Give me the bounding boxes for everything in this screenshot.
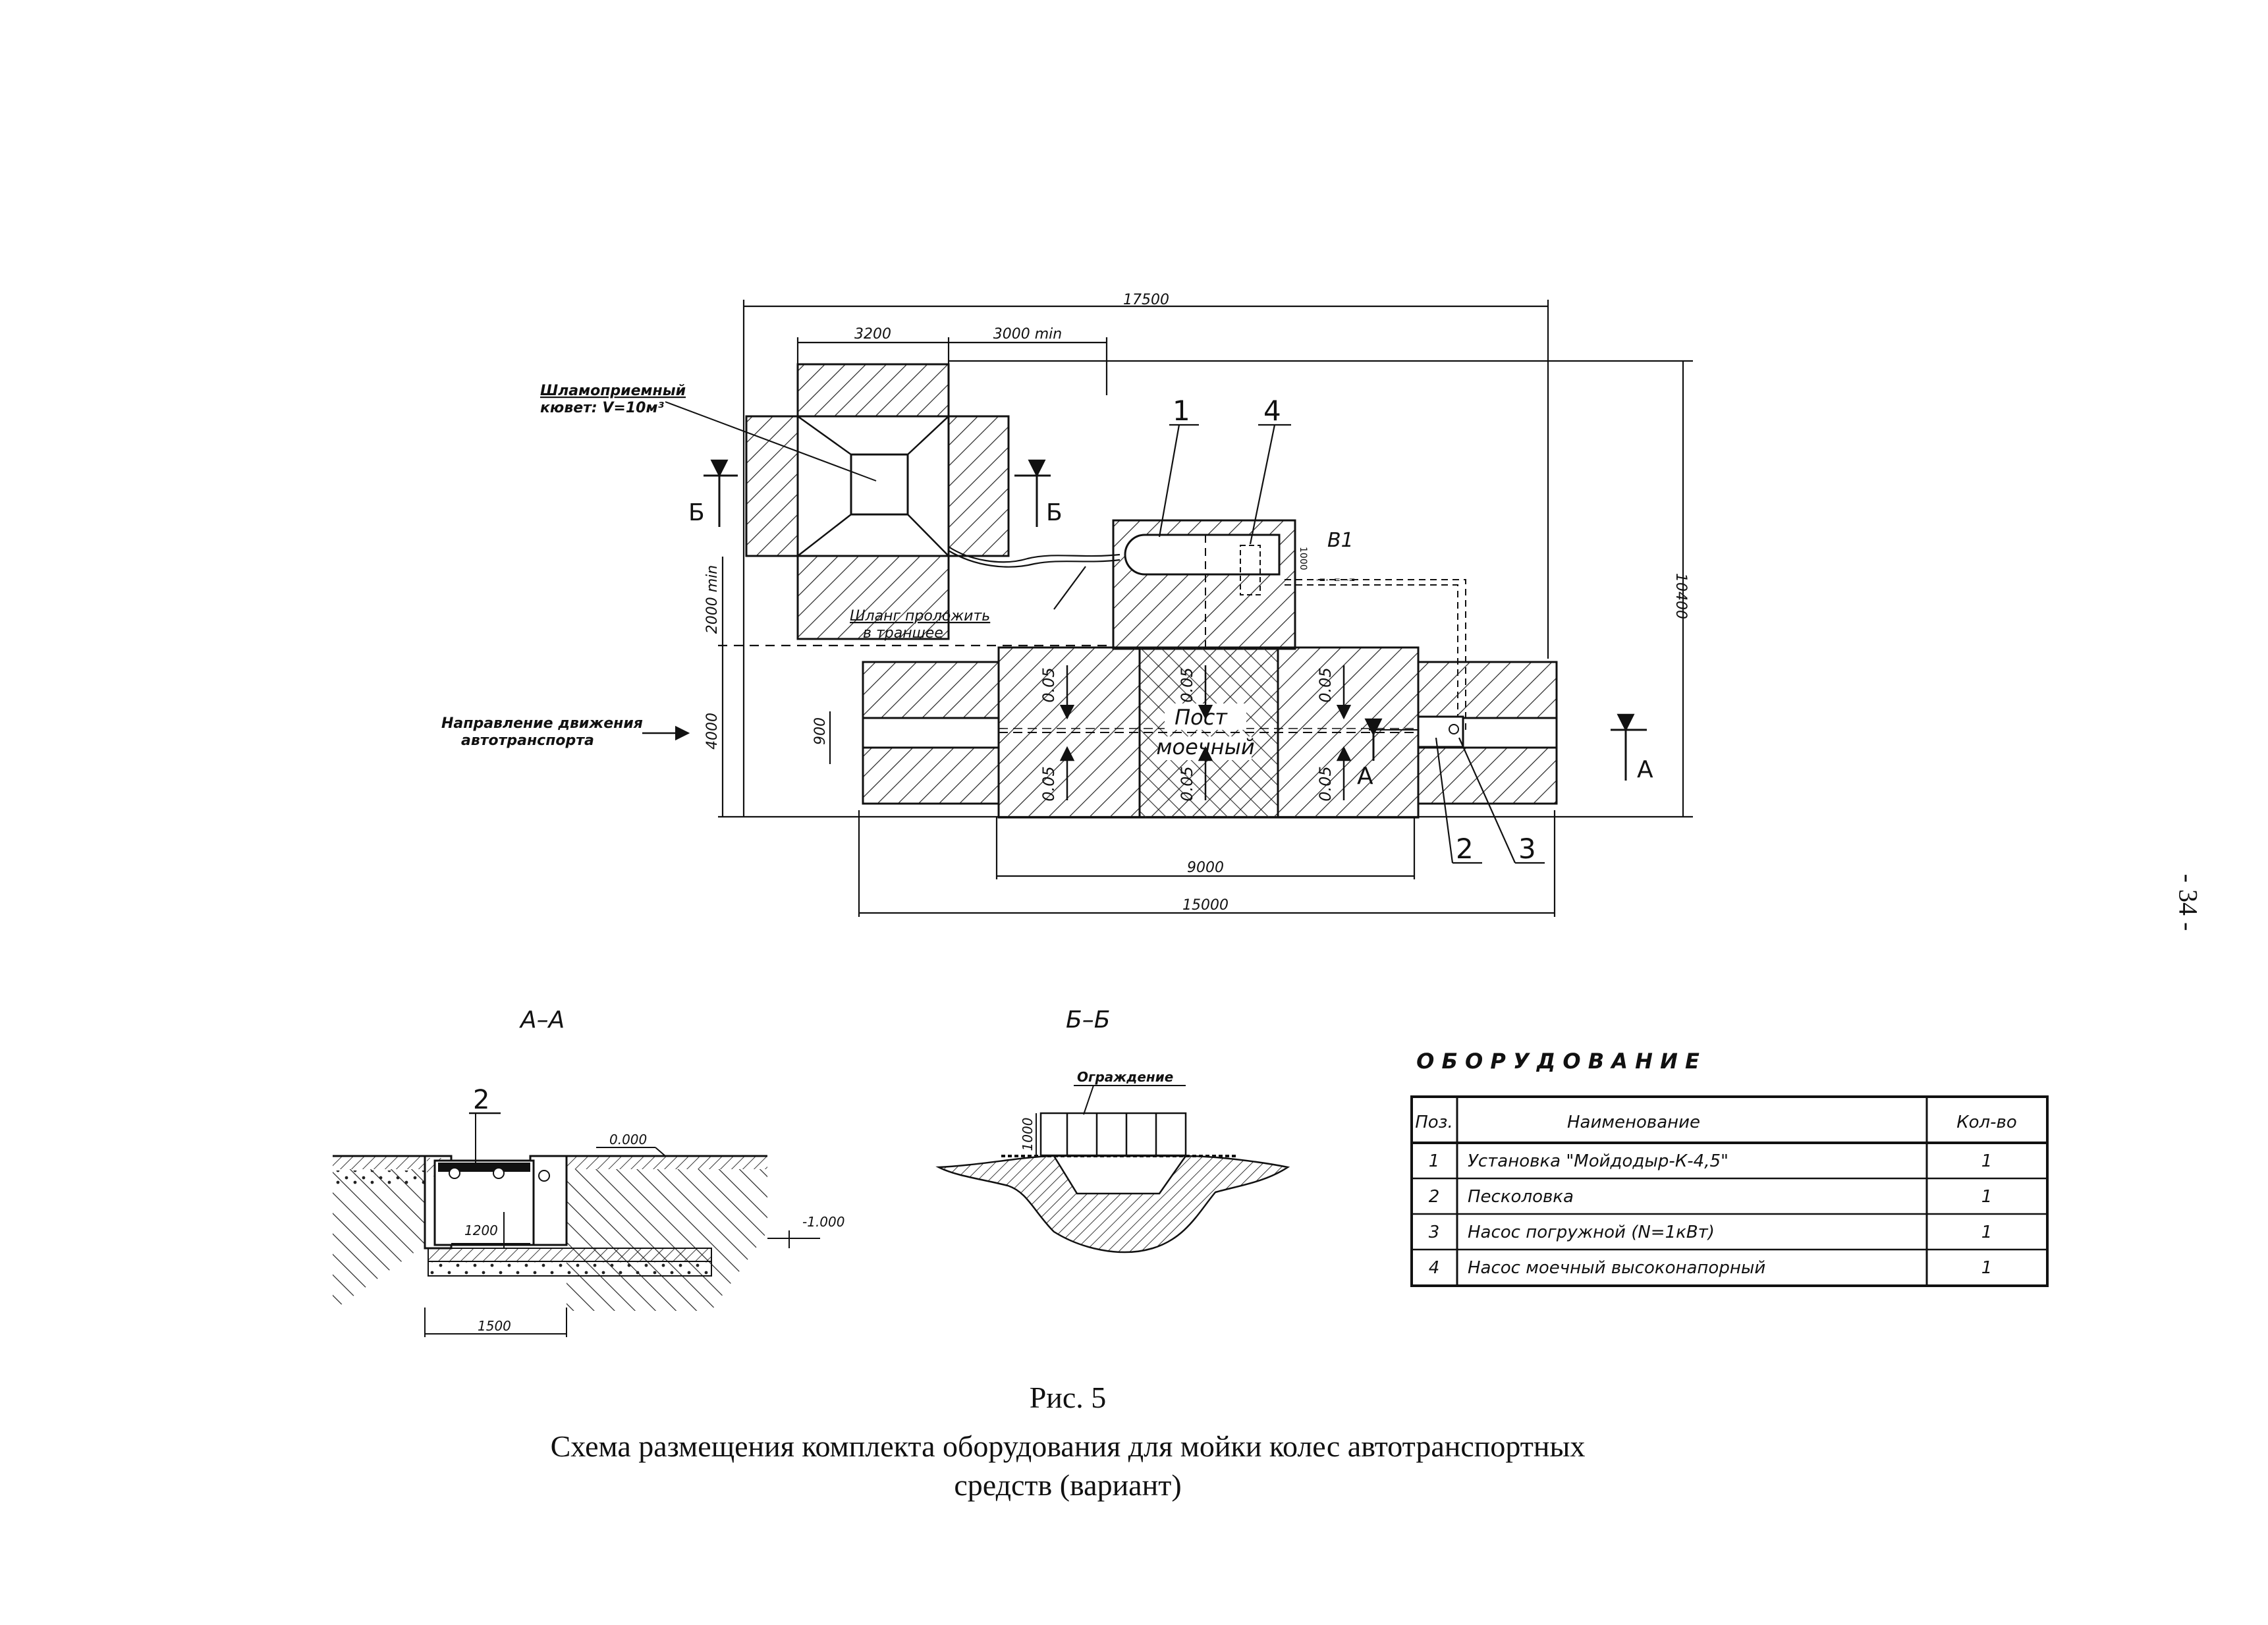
svg-text:1: 1 <box>1981 1151 1993 1171</box>
svg-text:1000: 1000 <box>1298 547 1308 570</box>
svg-text:Установка "Мойдодыр-К-4,5": Установка "Мойдодыр-К-4,5" <box>1468 1151 1729 1171</box>
svg-text:3: 3 <box>1429 1223 1440 1242</box>
equipment-row: 4 Насос моечный высоконапорный 1 <box>1429 1258 1993 1278</box>
figure-number: Рис. 5 <box>1029 1381 1107 1414</box>
level-bottom: -1.000 <box>802 1214 844 1230</box>
post-label-1: Пост <box>1175 705 1228 730</box>
svg-text:Направление движения: Направление движения <box>441 715 643 732</box>
svg-text:автотранспорта: автотранспорта <box>461 732 594 749</box>
dim-1000: 1000 <box>1020 1118 1036 1151</box>
dim-1200: 1200 <box>464 1223 498 1238</box>
svg-text:1: 1 <box>1429 1151 1440 1171</box>
section-bb-title: Б–Б <box>1066 1006 1110 1033</box>
section-b-label-left: Б <box>688 499 705 526</box>
fence-label: Ограждение <box>1077 1069 1173 1085</box>
section-a-label-left: А <box>1357 763 1373 790</box>
svg-text:кювет: V=10м³: кювет: V=10м³ <box>540 400 664 416</box>
equipment-row: 1 Установка "Мойдодыр-К-4,5" 1 <box>1429 1151 1993 1171</box>
section-a-label-right: А <box>1637 756 1653 783</box>
sludge-tank <box>745 363 1010 640</box>
svg-text:Шламоприемный: Шламоприемный <box>540 383 686 399</box>
section-b-label-right: Б <box>1046 499 1063 526</box>
equipment-row: 2 Песколовка 1 <box>1429 1187 1993 1207</box>
dim-15000: 15000 <box>1182 897 1229 914</box>
slope-arrows <box>1059 665 1352 800</box>
dim-4000: 4000 <box>704 713 721 750</box>
direction-label: Направление движения автотранспорта <box>441 715 690 749</box>
callout-1-leader <box>1158 424 1199 537</box>
section-aa-callout: 2 <box>473 1085 489 1115</box>
figure-caption-line-2: средств (вариант) <box>954 1468 1182 1502</box>
svg-text:-=- -=- -=-: -=- -=- -=- <box>1316 575 1358 584</box>
dim-total-length: 17500 <box>1123 292 1169 308</box>
section-bb-drawing <box>935 1085 1290 1253</box>
washing-post <box>862 646 1558 819</box>
section-aa-title: А–А <box>519 1006 565 1033</box>
svg-text:1: 1 <box>1981 1187 1993 1207</box>
page-number: - 34 - <box>2162 856 2215 949</box>
equipment-header-pos: Поз. <box>1415 1113 1453 1132</box>
dim-height: 10400 <box>1673 573 1689 619</box>
svg-text:4: 4 <box>1429 1258 1440 1278</box>
hose-line <box>948 546 1120 610</box>
slope-label: 0.05 <box>1039 766 1058 801</box>
washing-unit-base: 1000 <box>1112 519 1308 650</box>
svg-text:Песколовка: Песколовка <box>1468 1187 1574 1207</box>
slope-label: 0.05 <box>1039 667 1058 702</box>
figure-caption-line-1: Схема размещения комплекта оборудования … <box>550 1429 1586 1463</box>
svg-text:2: 2 <box>1429 1187 1440 1207</box>
slope-label: 0.05 <box>1178 667 1196 702</box>
svg-text:в траншее: в траншее <box>863 625 943 642</box>
svg-text:Шланг проложить: Шланг проложить <box>850 608 990 624</box>
marker-b1: В1 <box>1327 529 1354 552</box>
section-aa-drawing <box>333 1147 820 1337</box>
slope-label: 0.05 <box>1316 667 1335 702</box>
equipment-table <box>1410 1095 2049 1287</box>
slope-label: 0.05 <box>1178 766 1196 801</box>
equipment-row: 3 Насос погружной (N=1кВт) 1 <box>1429 1223 1993 1242</box>
dim-2000-min: 2000 min <box>704 565 721 634</box>
section-b-markers <box>704 459 1051 527</box>
svg-text:Насос моечный высоконапорный: Насос моечный высоконапорный <box>1468 1258 1765 1278</box>
callout-2: 2 <box>1456 833 1474 865</box>
dim-3200: 3200 <box>854 326 891 343</box>
callout-3: 3 <box>1518 833 1536 865</box>
dim-900: 900 <box>812 717 829 745</box>
svg-text:1: 1 <box>1981 1223 1993 1242</box>
dim-1500: 1500 <box>478 1318 511 1334</box>
callout-1: 1 <box>1173 395 1190 427</box>
dim-3000-min: 3000 min <box>993 326 1062 343</box>
sludge-tank-label: Шламоприемный кювет: V=10м³ <box>540 383 877 482</box>
hose-label: Шланг проложить в траншее <box>850 608 990 642</box>
callout-4-leader <box>1249 424 1291 545</box>
equipment-header-qty: Кол-во <box>1956 1113 2017 1132</box>
callout-2-3-leaders <box>1435 737 1545 864</box>
svg-text:1: 1 <box>1981 1258 1993 1278</box>
section-a-markers <box>1611 713 1647 781</box>
svg-text:Насос погружной (N=1кВт): Насос погружной (N=1кВт) <box>1468 1223 1715 1242</box>
slope-label: 0.05 <box>1316 766 1335 801</box>
level-top: 0.000 <box>609 1132 647 1147</box>
callout-4: 4 <box>1263 395 1281 427</box>
equipment-header-name: Наименование <box>1567 1113 1700 1132</box>
dim-9000: 9000 <box>1187 860 1224 876</box>
equipment-title: О Б О Р У Д О В А Н И Е <box>1416 1049 1700 1074</box>
page-number-text: - 34 - <box>2173 873 2203 931</box>
